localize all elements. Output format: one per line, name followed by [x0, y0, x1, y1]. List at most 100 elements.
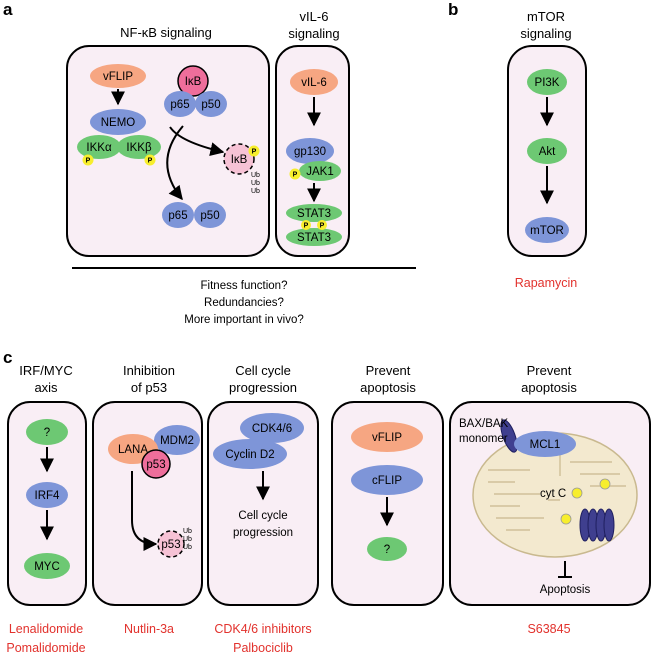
mtor-title-line1: mTOR [527, 9, 565, 24]
cyt-c-label: cyt C [540, 488, 566, 500]
akt-label: Akt [539, 146, 556, 158]
irf-title-line1: IRF/MYC [19, 363, 72, 378]
bax-bak-label-line1: BAX/BAK [459, 418, 509, 430]
apoptosis-label: Apoptosis [540, 584, 591, 596]
phosphate-label: P [86, 158, 91, 165]
cyclin-d2-label: Cyclin D2 [225, 449, 274, 461]
cflip-label: cFLIP [372, 475, 402, 487]
panel-label-a: a [3, 0, 13, 19]
cyt-c-icon [560, 513, 572, 525]
pore-icon [579, 508, 615, 542]
p53-label: p53 [146, 459, 165, 471]
ikka-node [77, 135, 121, 159]
mcl1-label: MCL1 [530, 439, 561, 451]
cdk46-inhibitors-drug: CDK4/6 inhibitors [214, 622, 311, 636]
vflip-label-c: vFLIP [372, 432, 402, 444]
pomalidomide-drug: Pomalidomide [6, 641, 85, 655]
phosphate-label: P [304, 223, 309, 230]
ikkb-label: IKKβ [126, 142, 152, 154]
arrow-icon [131, 471, 158, 551]
stat3-node [286, 228, 342, 246]
cyclin-d2-node [213, 439, 287, 469]
ub-label: Ub [183, 544, 192, 551]
p50-label: p50 [201, 99, 220, 111]
nfkb-title: NF-κB signaling [120, 25, 212, 40]
question-fitness: Fitness function? [201, 280, 288, 292]
phosphate-icon [317, 220, 327, 230]
unknown-node [26, 419, 68, 445]
irf4-node [26, 482, 68, 508]
phosphate-label: P [148, 158, 153, 165]
cyt-c-icon [599, 478, 611, 490]
p53-title-line2: of p53 [131, 380, 167, 395]
vflip-label: vFLIP [103, 71, 133, 83]
p53-degraded-label: p53 [161, 539, 180, 551]
nemo-label: NEMO [101, 117, 136, 129]
irf-title-line2: axis [34, 380, 58, 395]
vil6-title-line1: vIL-6 [300, 9, 329, 24]
bax-bak-label-line2: monomer [459, 433, 508, 445]
gp130-node [286, 138, 334, 164]
ikb-degraded-label: IκB [231, 154, 248, 166]
cdk46-label: CDK4/6 [252, 423, 292, 435]
jak1-label: JAK1 [306, 166, 334, 178]
cc-title-line2: progression [229, 380, 297, 395]
p65-label: p65 [170, 99, 189, 111]
palbociclib-drug: Palbociclib [233, 641, 293, 655]
myc-node [24, 553, 70, 579]
unknown-label-c: ? [384, 544, 390, 556]
phosphate-icon [248, 145, 260, 157]
lana-label: LANA [118, 444, 148, 456]
ub-label: Ub [251, 188, 260, 195]
vil6-label: vIL-6 [301, 77, 327, 89]
ikb-node [177, 65, 209, 97]
phosphate-icon [289, 168, 301, 180]
phosphate-icon [301, 220, 311, 230]
ikka-label: IKKα [86, 142, 112, 154]
question-redundancies: Redundancies? [204, 297, 284, 309]
phosphate-label: P [320, 223, 325, 230]
panel-label-c: c [3, 348, 12, 367]
ub-label: Ub [183, 536, 192, 543]
vflip-node-c [351, 422, 423, 452]
p50-node [195, 91, 227, 117]
mdm2-label: MDM2 [160, 435, 194, 447]
cc-title-line1: Cell cycle [235, 363, 291, 378]
apo2-title-line2: apoptosis [521, 380, 577, 395]
p53-node [141, 449, 171, 479]
ub-label: Ub [183, 528, 192, 535]
lenalidomide-drug: Lenalidomide [9, 622, 83, 636]
panel-label-b: b [448, 0, 458, 19]
p53-degraded-node [157, 530, 185, 558]
apo1-title-line1: Prevent [366, 363, 411, 378]
phosphate-icon [82, 154, 94, 166]
irf4-label: IRF4 [35, 490, 61, 502]
apo1-title-line2: apoptosis [360, 380, 416, 395]
cc-text-line2: progression [233, 527, 293, 539]
stat3-node [286, 204, 342, 222]
mcl1-node [514, 431, 576, 457]
cflip-node [351, 465, 423, 495]
p65-free-node [162, 202, 194, 228]
vflip-node [90, 64, 146, 88]
unknown-label: ? [44, 427, 50, 439]
ikb-degraded-node [223, 143, 255, 175]
phosphate-icon [144, 154, 156, 166]
ikb-label: IκB [185, 76, 202, 88]
cc-text-line1: Cell cycle [238, 510, 287, 522]
mtor-node [525, 217, 569, 243]
cdk46-node [240, 413, 304, 443]
question-in-vivo: More important in vivo? [184, 314, 304, 326]
phosphate-label: P [293, 172, 298, 179]
p50-free-label: p50 [200, 210, 219, 222]
gp130-label: gp130 [294, 146, 326, 158]
stat3-label: STAT3 [297, 232, 331, 244]
jak1-node [299, 161, 341, 181]
p53-title-line1: Inhibition [123, 363, 175, 378]
pi3k-label: PI3K [535, 77, 560, 89]
ub-label: Ub [251, 180, 260, 187]
p65-free-label: p65 [168, 210, 187, 222]
rapamycin-drug: Rapamycin [515, 276, 578, 290]
nemo-node [90, 109, 146, 135]
